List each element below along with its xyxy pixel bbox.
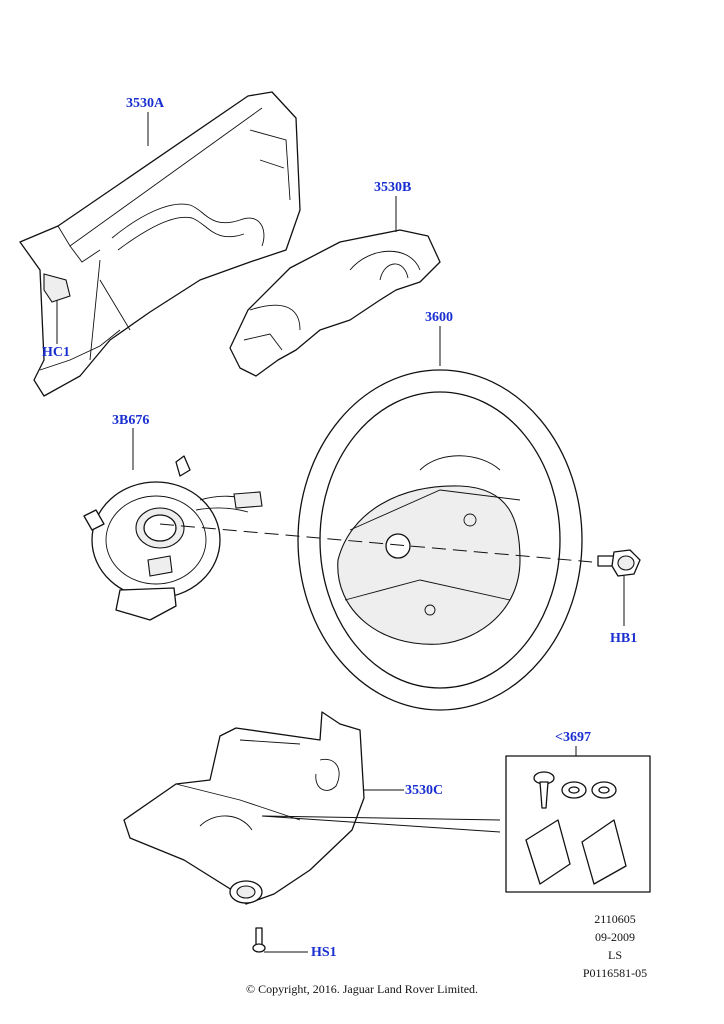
callout-hb1[interactable]: HB1 [610,631,638,646]
kit-pad-2 [581,819,627,885]
part-reference: P0116581-05 [582,966,648,980]
copyright-notice: © Copyright, 2016. Jaguar Land Rover Lim… [245,982,479,996]
steering-wheel-3600 [297,369,583,711]
drawing-number: 2110605 [594,912,636,926]
screw-hs1 [252,927,266,953]
callout-3530a[interactable]: 3530A [126,96,165,111]
callout-3697[interactable]: <3697 [555,730,591,745]
clockspring-3b676 [83,455,263,621]
callout-hc1[interactable]: HC1 [42,345,70,360]
drawing-date: 09-2009 [595,930,635,944]
upper-cowl-3530b [229,229,441,377]
kit-box-3697 [505,755,651,893]
upper-shroud-3530a [19,91,301,397]
kit-washer-1 [561,781,587,799]
kit-screw [533,771,555,809]
drawing-code: LS [607,948,622,962]
callout-3600[interactable]: 3600 [425,310,453,325]
kit-pad-1 [525,819,571,885]
callout-hs1[interactable]: HS1 [311,945,337,960]
callout-3530c[interactable]: 3530C [405,783,444,798]
bolt-hb1 [597,549,641,577]
lower-shroud-3530c [123,711,365,905]
callout-3b676[interactable]: 3B676 [112,413,150,428]
callout-3530b[interactable]: 3530B [374,180,412,195]
kit-washer-2 [591,781,617,799]
